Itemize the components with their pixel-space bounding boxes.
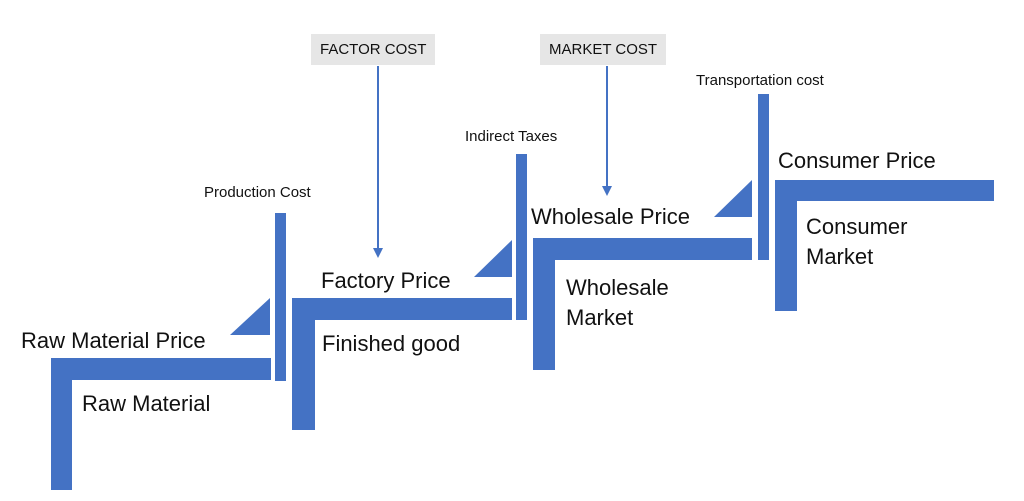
indirect-taxes-label: Indirect Taxes xyxy=(465,128,558,145)
consumer-step-horizontal xyxy=(775,180,994,201)
consumer-step-vertical xyxy=(775,180,797,311)
transportation-cost-bar xyxy=(758,94,769,260)
consumer-market-label: Consumer Market xyxy=(806,214,908,269)
raw-material-step-vertical xyxy=(51,358,72,490)
factory-price-label: Factory Price xyxy=(321,268,451,293)
raw-material-price-label: Raw Material Price xyxy=(21,328,206,353)
factor-cost-callout: FACTOR COST xyxy=(311,34,436,65)
wholesale-step-horizontal xyxy=(533,238,752,260)
market-cost-callout: MARKET COST xyxy=(540,34,667,65)
indirect-taxes-bar xyxy=(516,154,527,320)
wholesale-price-label: Wholesale Price xyxy=(531,204,690,229)
raw-material-ramp xyxy=(230,298,270,335)
raw-material-step-horizontal xyxy=(51,358,271,380)
wholesale-step-vertical xyxy=(533,238,555,370)
finished-good-step-horizontal xyxy=(292,298,512,320)
factor-cost-arrow-head xyxy=(373,248,383,258)
production-cost-bar xyxy=(275,213,286,381)
wholesale-ramp xyxy=(714,180,752,217)
raw-material-market-label: Raw Material xyxy=(82,391,211,416)
transportation-cost-label: Transportation cost xyxy=(696,72,824,89)
consumer-price-label: Consumer Price xyxy=(778,148,936,173)
finished-good-ramp xyxy=(474,240,512,277)
finished-good-step-vertical xyxy=(292,298,315,430)
production-cost-label: Production Cost xyxy=(204,184,311,201)
market-cost-arrow-head xyxy=(602,186,612,196)
finished-good-market-label: Finished good xyxy=(322,331,461,356)
wholesale-market-label: Wholesale Market xyxy=(566,275,669,330)
